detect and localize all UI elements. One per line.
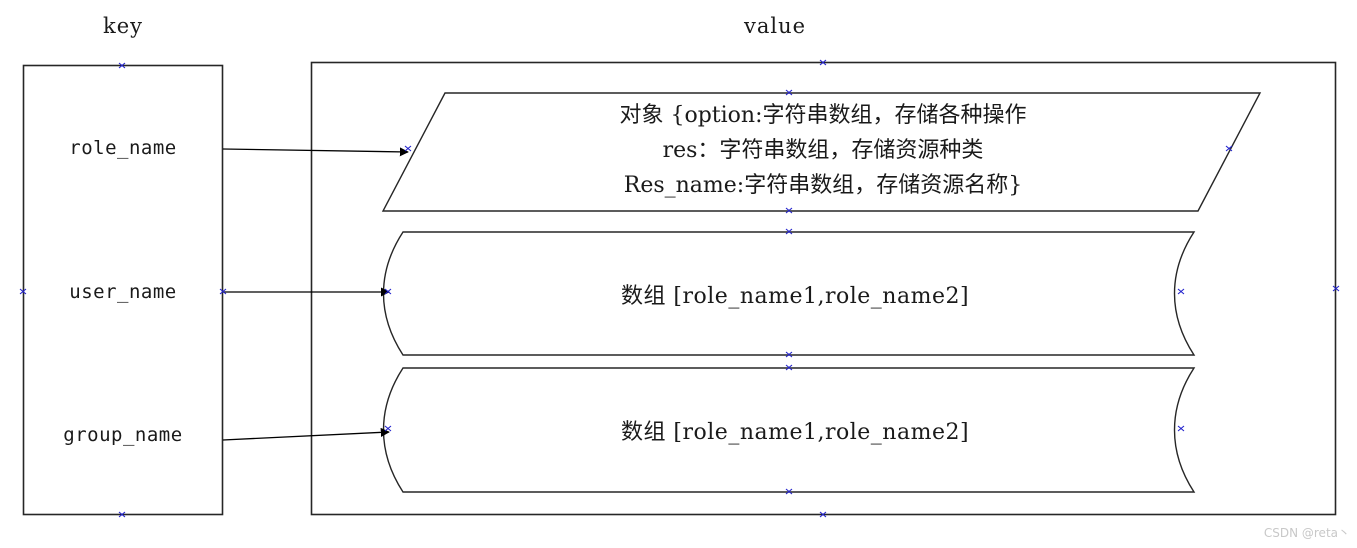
array-tape-shape-2 xyxy=(382,367,1196,493)
csdn-watermark: CSDN @reta丶 xyxy=(1263,526,1350,540)
selection-handles xyxy=(19,59,1340,518)
array-tape-shape-1 xyxy=(382,231,1196,356)
key-label-user-name: user_name xyxy=(69,281,177,303)
object-value-line-1: 对象 {option:字符串数组，存储各种操作 xyxy=(619,103,1027,128)
column-header-value: value xyxy=(743,14,807,38)
connector-group-name-to-array-2 xyxy=(222,427,390,441)
array-value-text-2: 数组 [role_name1,role_name2] xyxy=(620,420,970,445)
object-parallelogram-shape xyxy=(381,92,1262,212)
key-label-group-name: group_name xyxy=(63,424,183,446)
key-container-box xyxy=(22,64,224,516)
object-value-line-2: res：字符串数组，存储资源种类 xyxy=(662,138,984,163)
key-label-role-name: role_name xyxy=(69,137,177,159)
object-value-line-3: Res_name:字符串数组，存储资源名称} xyxy=(623,173,1023,198)
column-header-key: key xyxy=(102,14,144,38)
object-value-text: 对象 {option:字符串数组，存储各种操作 res：字符串数组，存储资源种类… xyxy=(443,98,1203,203)
connector-role-name-to-object xyxy=(222,147,409,157)
array-value-text-1: 数组 [role_name1,role_name2] xyxy=(620,284,970,309)
